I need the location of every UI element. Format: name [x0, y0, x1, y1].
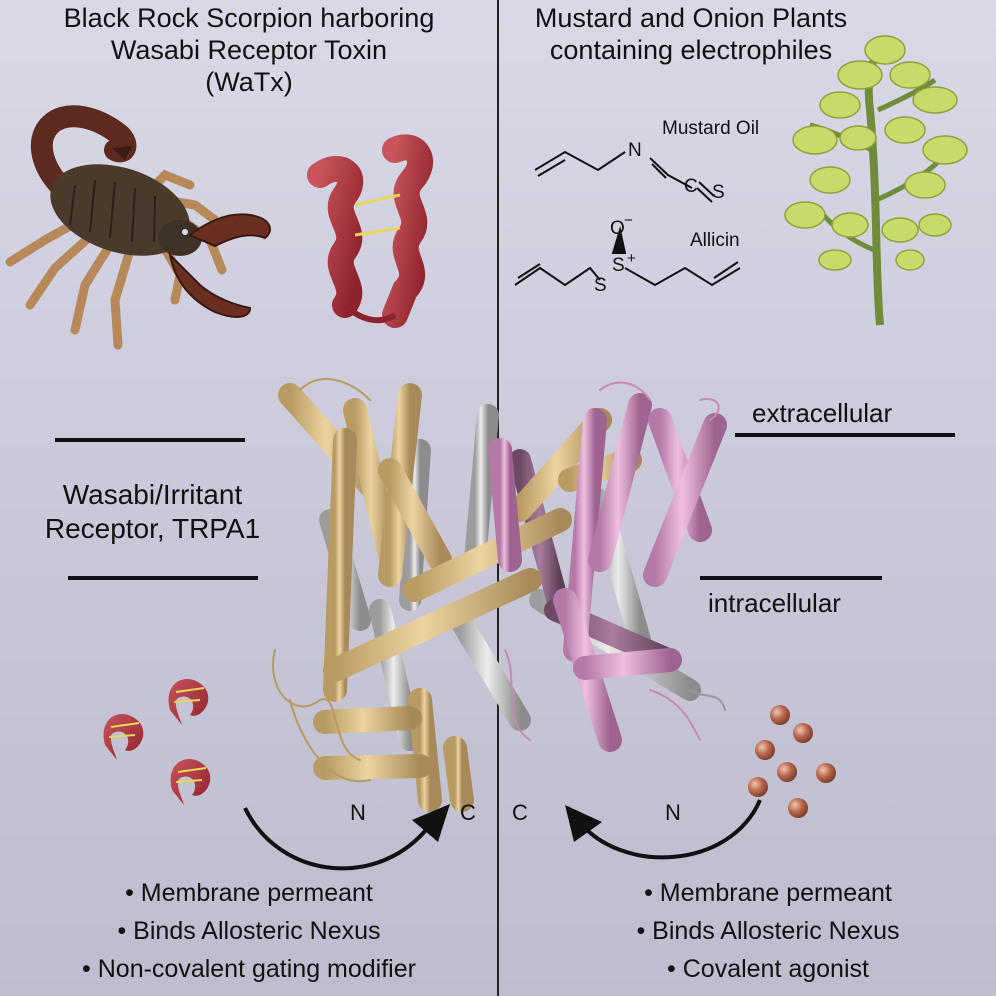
left-arrow-path [243, 807, 432, 871]
charge-positive: + [627, 250, 636, 267]
receptor-label-line-1: Wasabi/Irritant [62, 479, 243, 510]
receptor-label-line-2: Receptor, TRPA1 [44, 513, 261, 544]
right-arrowhead [565, 805, 602, 842]
trpa1-structure [272, 378, 727, 812]
left-bullet-item: • Membrane permeant [125, 879, 373, 907]
atom-n: N [628, 140, 642, 161]
mustard-oil-label: Mustard Oil [662, 118, 760, 139]
right-c-terminus-label: C [512, 800, 528, 825]
membrane-lines [55, 433, 955, 580]
left-bullet-item: • Non-covalent gating modifier [82, 955, 416, 983]
left-arrowhead [412, 804, 450, 842]
right-title-line-2: containing electrophiles [549, 35, 833, 65]
left-panel-title: Black Rock Scorpion harboring Wasabi Rec… [10, 2, 488, 98]
atom-o: O [610, 218, 625, 239]
left-n-terminus-label: N [350, 800, 366, 825]
right-bullet-item: • Binds Allosteric Nexus [636, 917, 900, 945]
allicin-structure [514, 226, 741, 287]
left-c-terminus-label: C [460, 800, 476, 825]
right-bullet-list: • Membrane permeant • Binds Allosteric N… [540, 874, 996, 988]
watx-molecules [103, 679, 211, 805]
right-n-terminus-label: N [665, 800, 681, 825]
right-panel-title: Mustard and Onion Plants containing elec… [508, 2, 874, 66]
left-title-line-1: Black Rock Scorpion harboring [63, 3, 435, 33]
left-bullet-list: • Membrane permeant • Binds Allosteric N… [0, 874, 498, 988]
electrophile-beads [748, 705, 836, 818]
right-bullet-item: • Covalent agonist [667, 955, 869, 983]
scorpion-illustration [5, 105, 271, 350]
right-title-line-1: Mustard and Onion Plants [534, 3, 848, 33]
binding-arrows [243, 799, 762, 871]
charge-negative: − [624, 212, 633, 229]
watx-toxin-ribbon [307, 134, 433, 328]
left-title-line-2: Wasabi Receptor Toxin [110, 35, 388, 65]
left-bullet-item: • Binds Allosteric Nexus [117, 917, 381, 945]
intracellular-label: intracellular [708, 588, 841, 618]
atom-s-allicin-2: S [612, 255, 625, 276]
atom-s-allicin-1: S [594, 275, 607, 296]
extracellular-label: extracellular [752, 398, 893, 428]
mustard-plant-illustration [784, 35, 968, 326]
receptor-label: Wasabi/Irritant Receptor, TRPA1 [30, 478, 275, 546]
atom-s-mustard: S [712, 182, 725, 203]
right-arrow-path [576, 799, 762, 860]
allicin-label: Allicin [690, 230, 740, 251]
right-bullet-item: • Membrane permeant [644, 879, 892, 907]
mustard-oil-structure [534, 150, 715, 203]
left-title-line-3: (WaTx) [205, 67, 293, 97]
atom-c: C [684, 176, 698, 197]
